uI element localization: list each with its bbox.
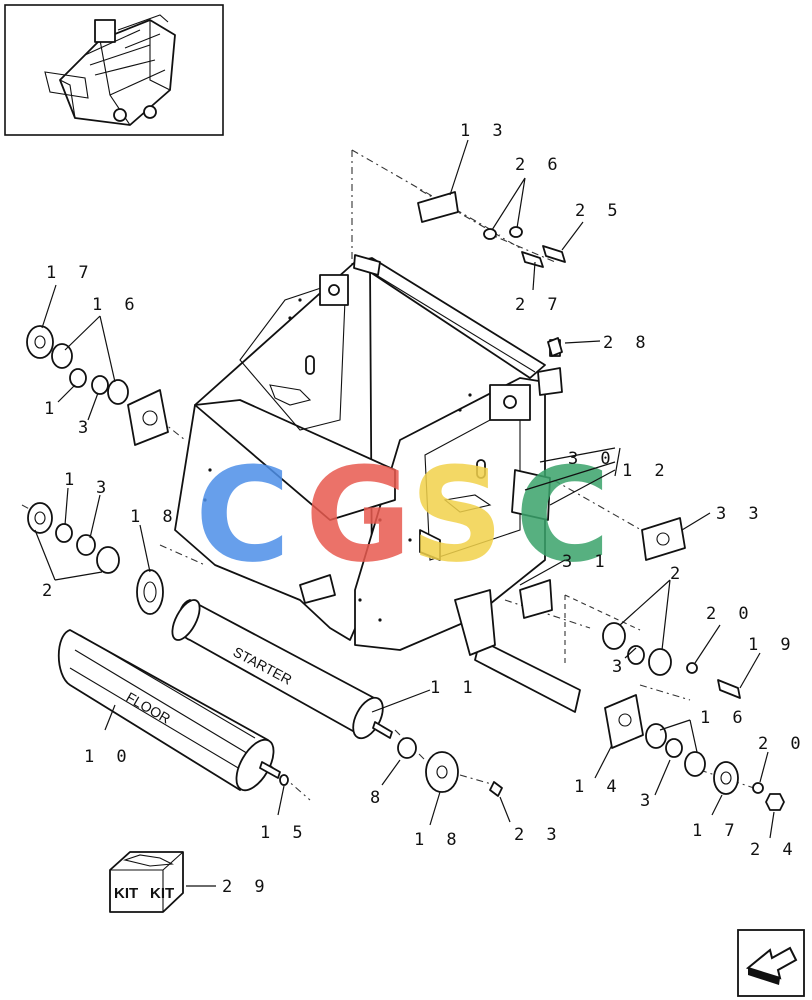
plate-13 bbox=[417, 191, 459, 223]
flange-2d bbox=[648, 648, 672, 676]
bracket-plate-left bbox=[127, 389, 169, 446]
callout-16: 1 6 bbox=[700, 708, 749, 728]
collar-3d bbox=[665, 738, 683, 758]
callout-24: 2 4 bbox=[750, 840, 799, 860]
parts-left-upper bbox=[26, 325, 169, 446]
right-side-panel bbox=[354, 377, 546, 651]
nut-24 bbox=[765, 793, 785, 811]
kit-label-front: KIT bbox=[114, 885, 138, 902]
kit-box-29: KIT KIT bbox=[109, 851, 184, 913]
lower-bar bbox=[474, 639, 581, 713]
callout-25: 2 5 bbox=[575, 201, 624, 221]
callout-15: 1 5 bbox=[260, 823, 309, 843]
callout-29: 2 9 bbox=[222, 877, 271, 897]
callout-20: 2 0 bbox=[758, 734, 807, 754]
thumbnail-inset bbox=[4, 4, 224, 136]
callout-31: 3 1 bbox=[562, 552, 611, 572]
sprocket-18a bbox=[136, 569, 164, 615]
collar-3b bbox=[76, 534, 96, 556]
bolt-23 bbox=[489, 781, 503, 797]
watermark-letter-1: C bbox=[195, 439, 290, 591]
flange-17a bbox=[26, 325, 54, 359]
callout-17: 1 7 bbox=[692, 821, 741, 841]
callout-19: 1 9 bbox=[748, 635, 797, 655]
callout-18: 1 8 bbox=[414, 830, 463, 850]
callout-8: 8 bbox=[370, 788, 386, 808]
callout-10: 1 0 bbox=[84, 747, 133, 767]
callout-14: 1 4 bbox=[574, 777, 623, 797]
callout-2: 2 bbox=[42, 581, 58, 601]
bolt-19 bbox=[717, 679, 741, 699]
watermark: C G S C bbox=[195, 439, 610, 591]
watermark-letter-2: G bbox=[305, 439, 412, 591]
flange-16b bbox=[107, 379, 129, 405]
flange-2b bbox=[96, 546, 120, 574]
callout-1: 1 bbox=[64, 470, 80, 490]
parts-right-lower bbox=[602, 517, 785, 811]
floor-roller: FLOOR bbox=[57, 629, 281, 792]
callout-3: 3 bbox=[96, 478, 112, 498]
cross-beam bbox=[194, 399, 396, 521]
callout-11: 1 1 bbox=[430, 678, 479, 698]
clip-15 bbox=[279, 774, 289, 786]
callout-12: 1 2 bbox=[622, 461, 671, 481]
callout-17: 1 7 bbox=[46, 263, 95, 283]
washer-20a bbox=[686, 662, 698, 674]
bolt-25 bbox=[542, 245, 566, 263]
bushing-8 bbox=[397, 737, 417, 759]
sprocket-18b bbox=[425, 751, 459, 793]
bolt-27 bbox=[521, 251, 544, 268]
parts-left-lower bbox=[27, 502, 164, 615]
next-page-arrow-button[interactable] bbox=[737, 929, 805, 997]
watermark-letter-4: C bbox=[515, 439, 610, 591]
callout-3: 3 bbox=[640, 791, 656, 811]
callout-23: 2 3 bbox=[514, 825, 563, 845]
washer-26b bbox=[509, 226, 523, 238]
callout-1: 1 bbox=[44, 399, 60, 419]
callout-3: 3 bbox=[78, 418, 94, 438]
flange-16a bbox=[51, 343, 73, 369]
callout-3: 3 bbox=[612, 657, 628, 677]
flange-2c bbox=[602, 622, 626, 650]
top-rail bbox=[354, 257, 546, 379]
callout-20: 2 0 bbox=[706, 604, 755, 624]
callout-27: 2 7 bbox=[515, 295, 564, 315]
callout-18: 1 8 bbox=[130, 507, 179, 527]
machine-thumbnail bbox=[44, 14, 176, 126]
bearing-1b bbox=[55, 523, 73, 543]
kit-label-side: KIT bbox=[150, 885, 174, 902]
callout-13: 1 3 bbox=[460, 121, 509, 141]
bracket-plate-14 bbox=[604, 694, 644, 749]
grease-fitting-28 bbox=[547, 337, 563, 357]
arrow-icon bbox=[745, 946, 798, 980]
parts-top-right bbox=[417, 191, 566, 357]
washer-20b bbox=[752, 782, 764, 794]
callout-33: 3 3 bbox=[716, 504, 765, 524]
callout-16: 1 6 bbox=[92, 295, 141, 315]
flange-17b bbox=[713, 761, 739, 795]
flange-16d bbox=[684, 751, 706, 777]
bearing-1a bbox=[69, 368, 87, 388]
flange-16c bbox=[645, 723, 667, 749]
parts-lower-middle bbox=[279, 737, 503, 797]
washer-26a bbox=[483, 228, 497, 240]
callouts: 1 3 2 6 2 5 2 7 2 8 1 7 1 6 1 3 1 3 2 1 … bbox=[42, 121, 807, 897]
watermark-letter-3: S bbox=[410, 439, 504, 591]
plate-33 bbox=[641, 517, 686, 561]
callout-26: 2 6 bbox=[515, 155, 564, 175]
callout-28: 2 8 bbox=[603, 333, 652, 353]
baler-frame bbox=[174, 254, 581, 713]
collar-3a bbox=[91, 375, 109, 395]
callout-2: 2 bbox=[670, 564, 686, 584]
flange-2a bbox=[27, 502, 53, 534]
leader-lines bbox=[34, 139, 775, 887]
callout-30: 3 0 bbox=[568, 449, 617, 469]
